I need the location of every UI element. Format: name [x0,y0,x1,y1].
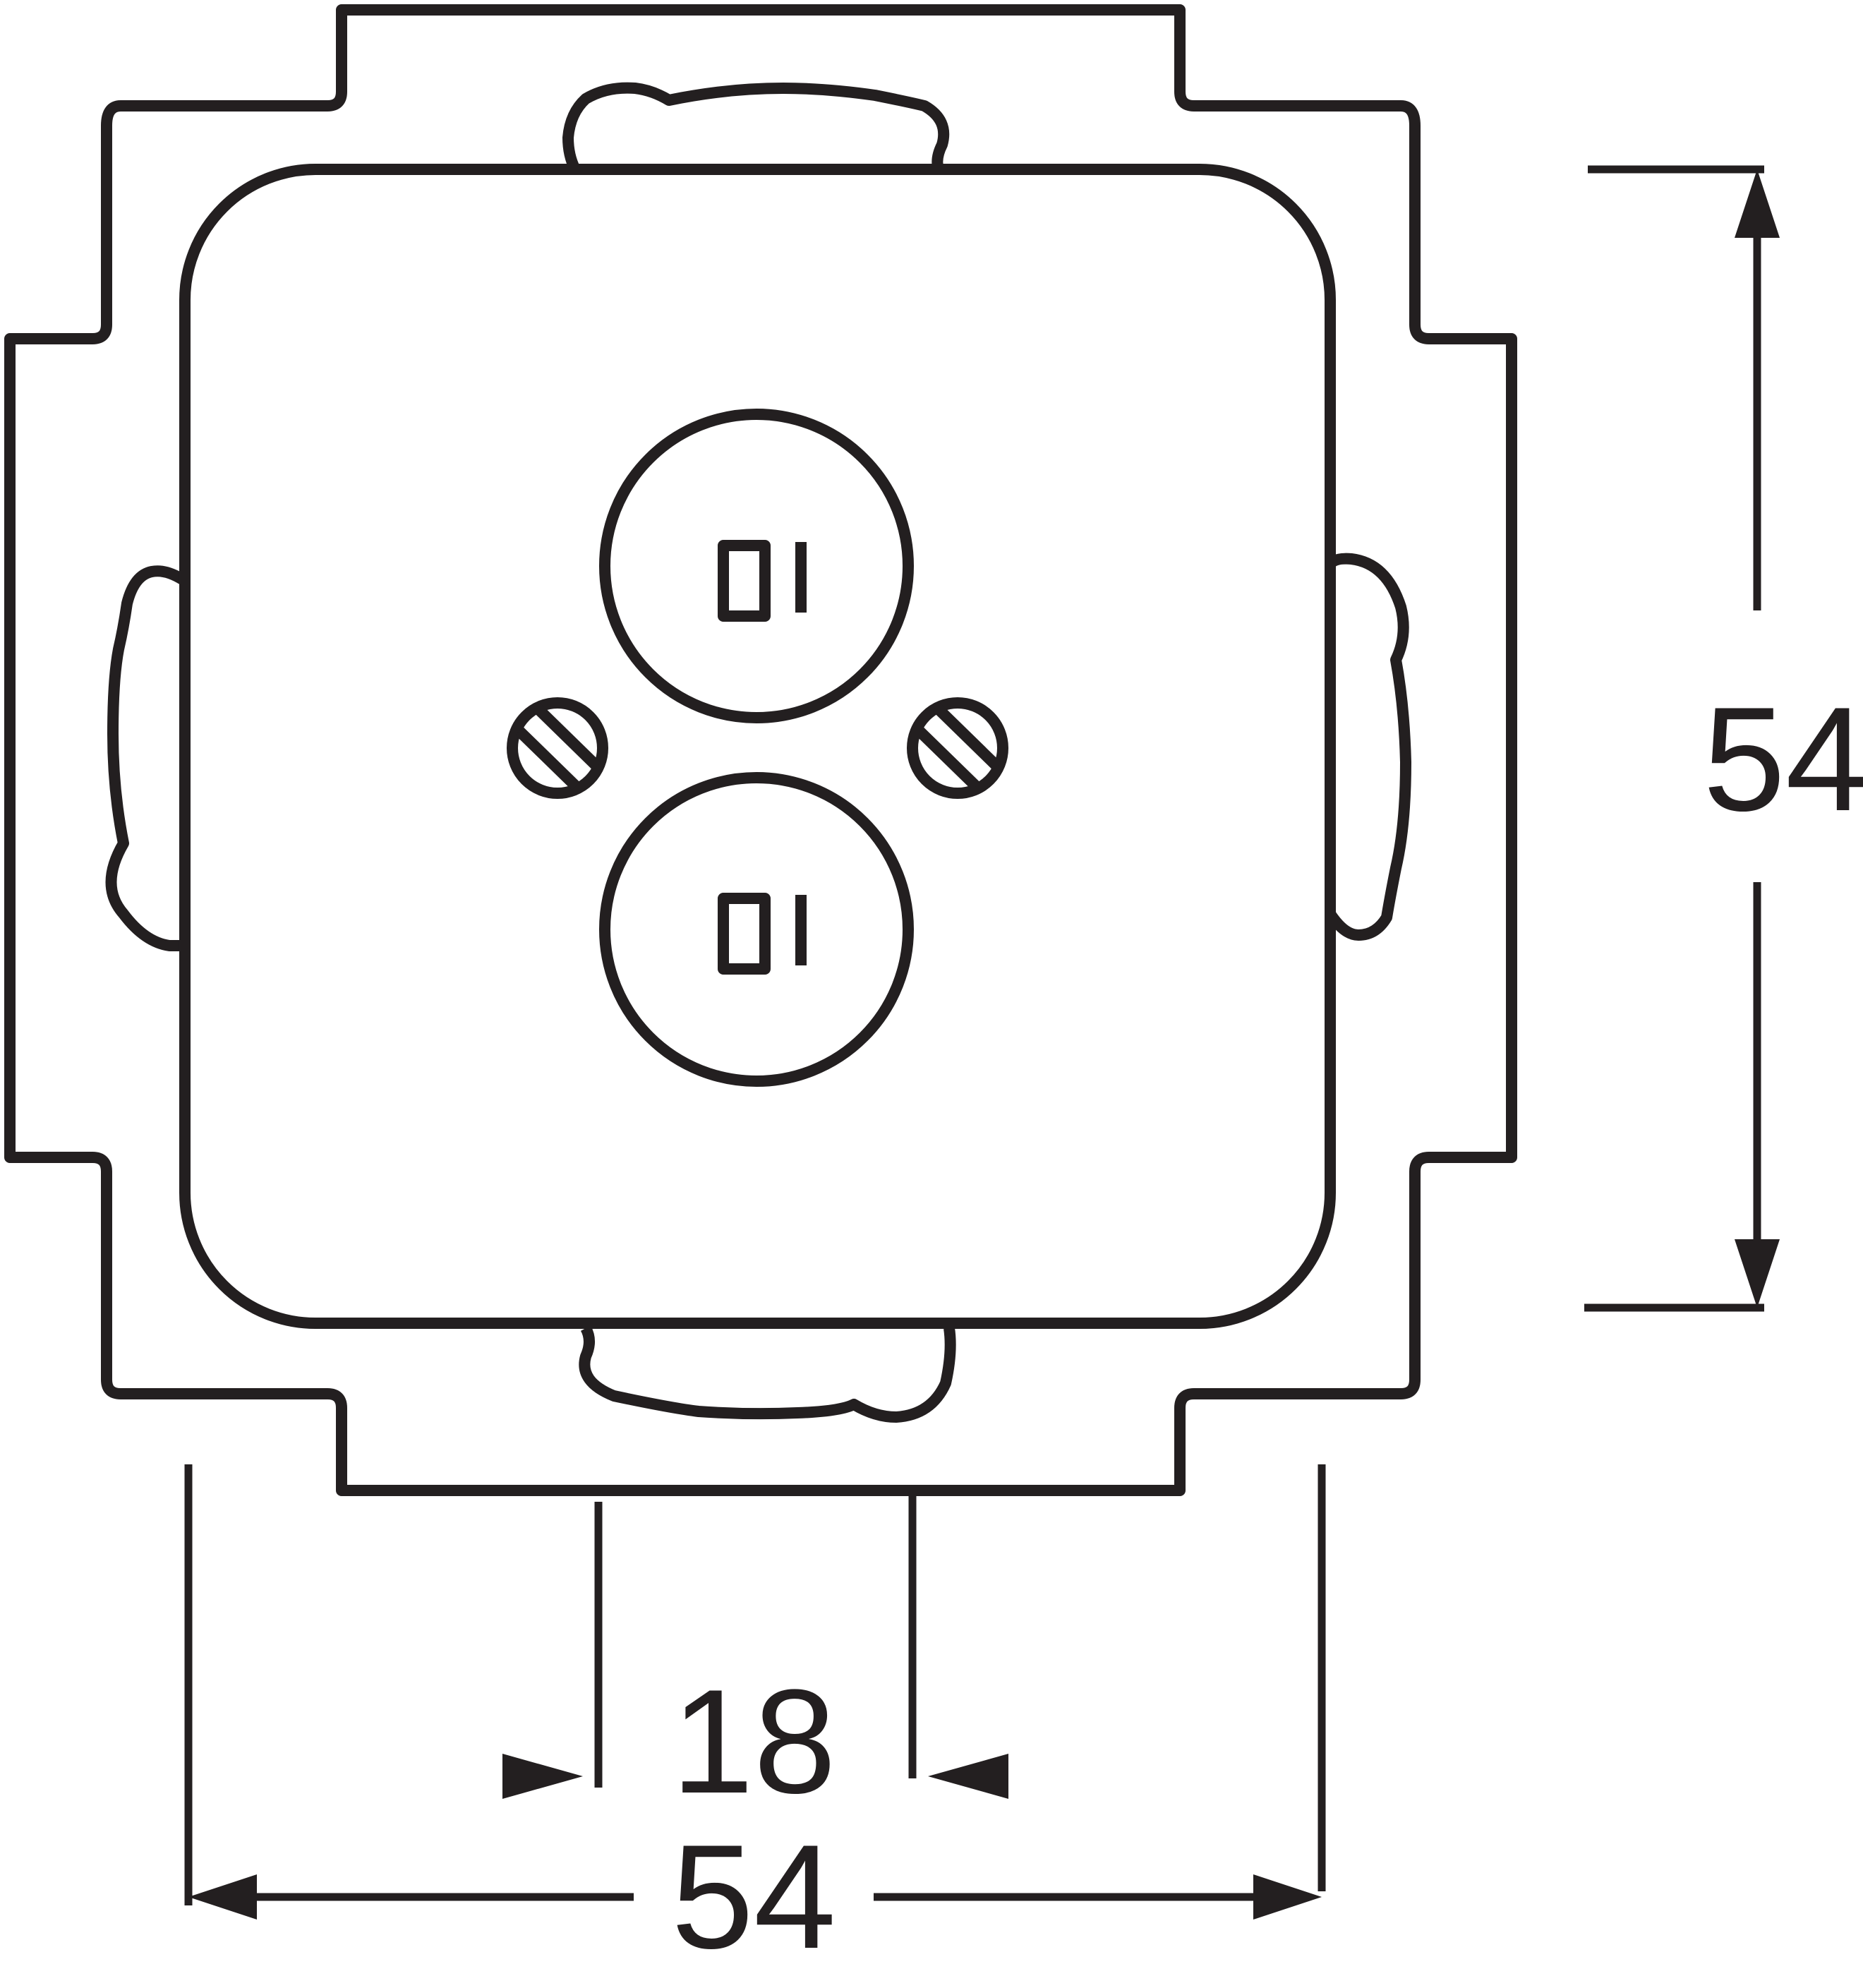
top-clip [562,82,950,172]
mounting-frame-outline [4,4,1517,1496]
cover-plate [179,164,1336,1329]
width-dimension-label: 54 [671,1814,836,1980]
spacing-arrow-right [928,1754,1008,1799]
socket-outlet-upper [599,409,914,723]
spacing-dimension-label: 18 [671,1658,836,1824]
bottom-clip [579,1325,956,1423]
right-screw-slot-a [932,703,1001,771]
width-arrow-left [188,1874,257,1920]
height-arrow-down [1735,1239,1780,1308]
lower-contact-slot [718,893,771,975]
height-dimension-label: 54 [1703,676,1863,842]
left-clip [105,565,187,951]
upper-contact-slot [718,540,771,622]
left-screw-slot-a [532,703,601,771]
left-fixing-screw [507,697,608,799]
right-screw-slot-b [915,727,980,790]
left-screw-slot-b [515,727,580,790]
width-arrow-right [1253,1874,1322,1920]
height-arrow-up [1735,169,1780,238]
socket-outlet-lower [599,772,914,1087]
spacing-arrow-left [502,1754,583,1799]
right-fixing-screw [907,697,1008,799]
right-clip [1325,553,1411,941]
